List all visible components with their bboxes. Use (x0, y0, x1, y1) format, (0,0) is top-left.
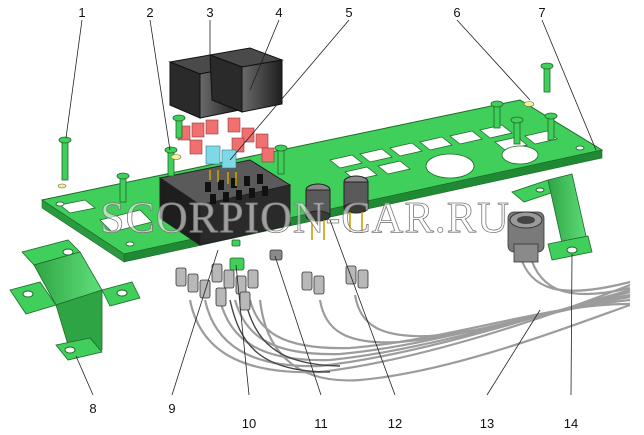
callout-6: 6 (453, 5, 460, 20)
callout-3: 3 (206, 5, 213, 20)
green-grommets (229, 239, 283, 271)
screws (58, 62, 558, 203)
fuse-block-base (158, 159, 292, 246)
callout-10: 10 (242, 416, 256, 431)
callout-1: 1 (78, 5, 85, 20)
relay-right (208, 47, 284, 113)
round-connector (507, 211, 545, 263)
leader-lines (65, 19, 597, 396)
small-washers (57, 101, 535, 189)
callout-4: 4 (275, 5, 282, 20)
plug-connectors (175, 263, 369, 311)
right-bracket (511, 173, 593, 261)
callout-labels: 1 2 3 4 5 6 7 8 9 10 11 12 13 14 (78, 5, 578, 431)
callout-9: 9 (168, 401, 175, 416)
round-sockets (305, 175, 369, 240)
callout-8: 8 (89, 401, 96, 416)
callout-5: 5 (345, 5, 352, 20)
fuse-legs (209, 170, 237, 186)
wire-harness-dark (229, 299, 341, 373)
callout-13: 13 (480, 416, 494, 431)
callout-14: 14 (564, 416, 578, 431)
callout-2: 2 (146, 5, 153, 20)
screw-1 (58, 136, 72, 181)
callout-12: 12 (388, 416, 402, 431)
fuses (177, 117, 275, 169)
watermark-text: SCORPION-CAR.RU (100, 193, 510, 242)
left-bracket (9, 239, 141, 361)
callout-7: 7 (538, 5, 545, 20)
callout-11: 11 (314, 416, 328, 431)
